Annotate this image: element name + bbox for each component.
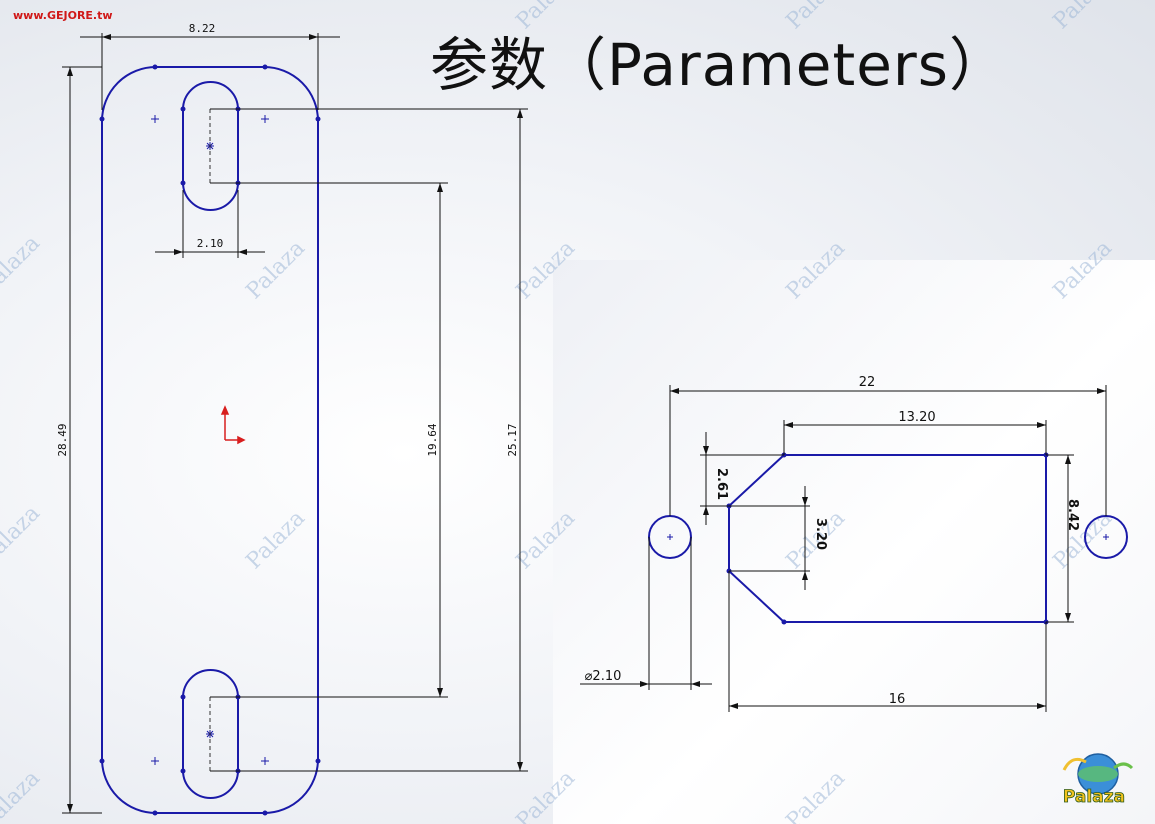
- right-dimension-lines: [580, 385, 1107, 712]
- dim-label-total-width: 22: [859, 375, 876, 390]
- logo-wordmark: Palaza: [1063, 787, 1125, 807]
- sketch-points: [99, 64, 321, 816]
- watermark-text: Palaza: [242, 506, 310, 574]
- dim-label-width: 8.22: [189, 22, 216, 35]
- right-drawing: 22 13.20 2.61 3.20 8.42 ⌀2.10 16: [580, 375, 1128, 712]
- page-title: 参数（Parameters）: [430, 31, 1008, 99]
- body-outline: [728, 454, 1047, 623]
- center-markers: [151, 115, 269, 765]
- watermark-text: Palaza: [512, 766, 580, 824]
- watermark-text: Palaza: [512, 506, 580, 574]
- body-vertices: [726, 452, 1049, 625]
- plate-outline: [101, 66, 319, 814]
- site-url[interactable]: www.GEJORE.tw: [13, 9, 113, 22]
- watermark-layer: Palaza Palaza Palaza Palaza Palaza Palaz…: [0, 0, 1117, 824]
- dim-label-body-width: 16: [889, 692, 906, 707]
- watermark-text: Palaza: [1049, 0, 1117, 34]
- dim-label-outer-spacing: 25.17: [506, 423, 519, 456]
- top-slot-outline: [182, 81, 239, 211]
- dim-label-slot-width: 2.10: [197, 237, 224, 250]
- watermark-text: Palaza: [0, 231, 45, 299]
- watermark-text: Palaza: [0, 501, 45, 569]
- watermark-text: Palaza: [782, 766, 850, 824]
- right-drawing-panel: [553, 260, 1155, 824]
- right-dimension-arrows: [640, 388, 1106, 709]
- origin-marker: [220, 405, 246, 445]
- palaza-logo: Palaza: [1063, 753, 1134, 807]
- dim-label-height: 8.42: [1065, 499, 1080, 531]
- hole-centers: [667, 534, 1109, 540]
- dim-label-total-height: 28.49: [56, 423, 69, 456]
- watermark-text: Palaza: [1049, 236, 1117, 304]
- watermark-text: Palaza: [512, 0, 580, 34]
- watermark-text: Palaza: [782, 0, 850, 34]
- watermark-text: Palaza: [0, 766, 45, 824]
- watermark-text: Palaza: [242, 236, 310, 304]
- dim-label-slot-spacing: 19.64: [426, 423, 439, 456]
- left-drawing: 8.22 2.10 28.49 19.64 25.17: [56, 22, 528, 816]
- watermark-text: Palaza: [512, 236, 580, 304]
- dim-label-chamfer: 2.61: [714, 468, 729, 500]
- watermark-text: Palaza: [782, 236, 850, 304]
- dim-label-top-edge: 13.20: [898, 410, 935, 425]
- bottom-slot-outline: [182, 669, 239, 799]
- dim-label-flat: 3.20: [813, 518, 828, 550]
- left-dimension-lines: [62, 33, 528, 814]
- left-dimension-arrows: [67, 34, 523, 813]
- dim-label-hole-diameter: ⌀2.10: [585, 669, 622, 684]
